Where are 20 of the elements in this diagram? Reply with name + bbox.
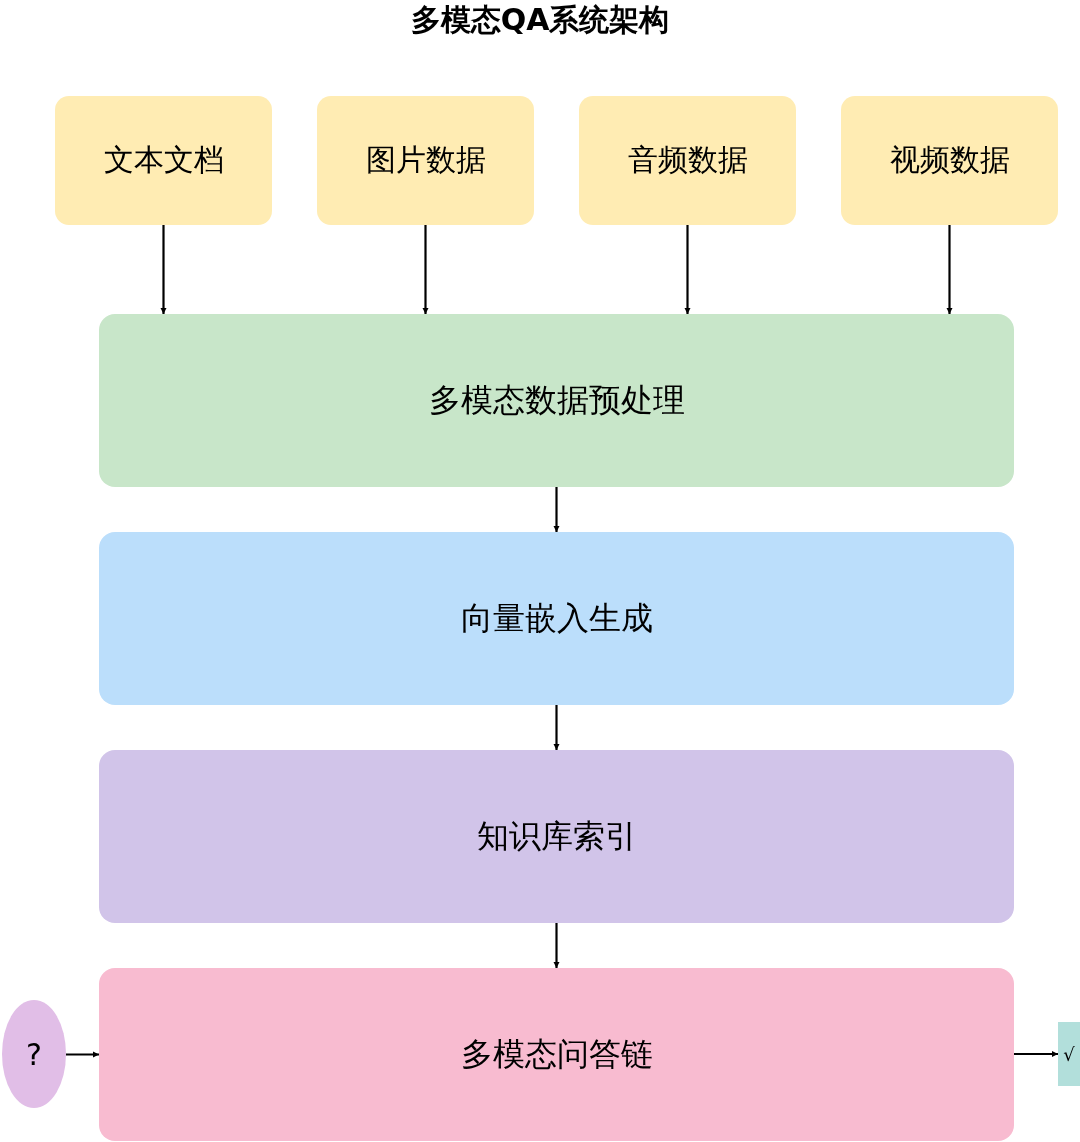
answer-box: √ [1058, 1022, 1080, 1086]
arrow [553, 705, 560, 750]
arrow [946, 225, 953, 314]
source-box: 音频数据 [579, 96, 796, 225]
arrow [684, 225, 691, 314]
source-box: 图片数据 [317, 96, 534, 225]
arrow [553, 487, 560, 532]
process-box: 多模态数据预处理 [99, 314, 1014, 487]
source-box: 视频数据 [841, 96, 1058, 225]
process-box: 向量嵌入生成 [99, 532, 1014, 705]
diagram-title: 多模态QA系统架构 [410, 2, 670, 37]
arrow [1014, 1050, 1058, 1058]
question-ellipse: ? [2, 1000, 66, 1108]
process-box: 知识库索引 [99, 750, 1014, 923]
arrow [553, 923, 560, 968]
arrow [66, 1051, 99, 1058]
arrow [160, 225, 167, 314]
source-box: 文本文档 [55, 96, 272, 225]
process-box: 多模态问答链 [99, 968, 1014, 1141]
arrow [422, 225, 429, 314]
